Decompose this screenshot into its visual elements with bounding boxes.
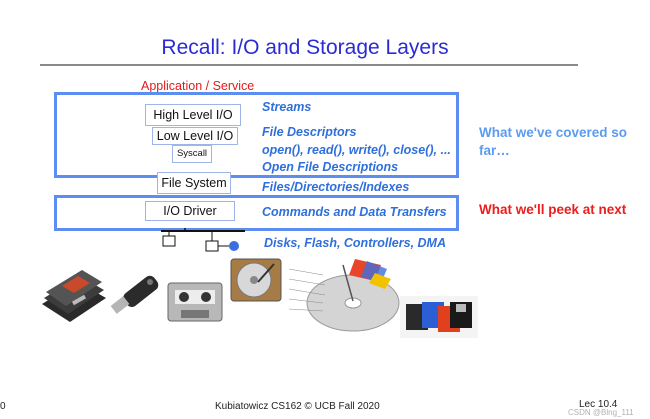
slide-title: Recall: I/O and Storage Layers <box>161 36 449 59</box>
footer-lecture: Lec 10.4 <box>579 399 618 410</box>
page-fragment: 0 <box>0 401 6 412</box>
open-file-descriptions-label: Open File Descriptions <box>262 160 399 174</box>
optical-disc-diagram-image <box>288 259 400 332</box>
file-descriptors-label: File Descriptors <box>262 125 357 139</box>
covered-layers-box <box>54 92 459 178</box>
io-bus-diagram <box>161 228 245 252</box>
watermark: CSDN @Blng_111 <box>568 408 634 417</box>
title-divider <box>40 64 578 66</box>
covered-note: What we've covered so far… <box>479 125 628 158</box>
file-system-layer: File System <box>157 172 231 194</box>
commands-transfers-label: Commands and Data Transfers <box>262 205 447 219</box>
syscalls-list-label: open(), read(), write(), close(), ... <box>262 143 451 157</box>
hard-disk-image <box>230 258 282 302</box>
low-level-io-layer: Low Level I/O <box>152 127 238 145</box>
disks-flash-label: Disks, Flash, Controllers, DMA <box>264 236 446 250</box>
files-directories-label: Files/Directories/Indexes <box>262 180 410 194</box>
ssd-drives-image <box>42 270 106 322</box>
io-driver-layer: I/O Driver <box>145 201 235 221</box>
syscall-layer: Syscall <box>172 145 212 163</box>
streams-label: Streams <box>262 100 312 114</box>
application-service-label: Application / Service <box>141 79 255 93</box>
cassette-tape-image <box>167 282 223 322</box>
peek-note: What we'll peek at next <box>479 202 627 217</box>
footer-course: Kubiatowicz CS162 © UCB Fall 2020 <box>215 401 380 412</box>
high-level-io-layer: High Level I/O <box>145 104 241 126</box>
driver-layer-box <box>54 195 459 231</box>
floppy-disks-image <box>400 296 478 338</box>
usb-flash-drive-image <box>110 275 159 314</box>
